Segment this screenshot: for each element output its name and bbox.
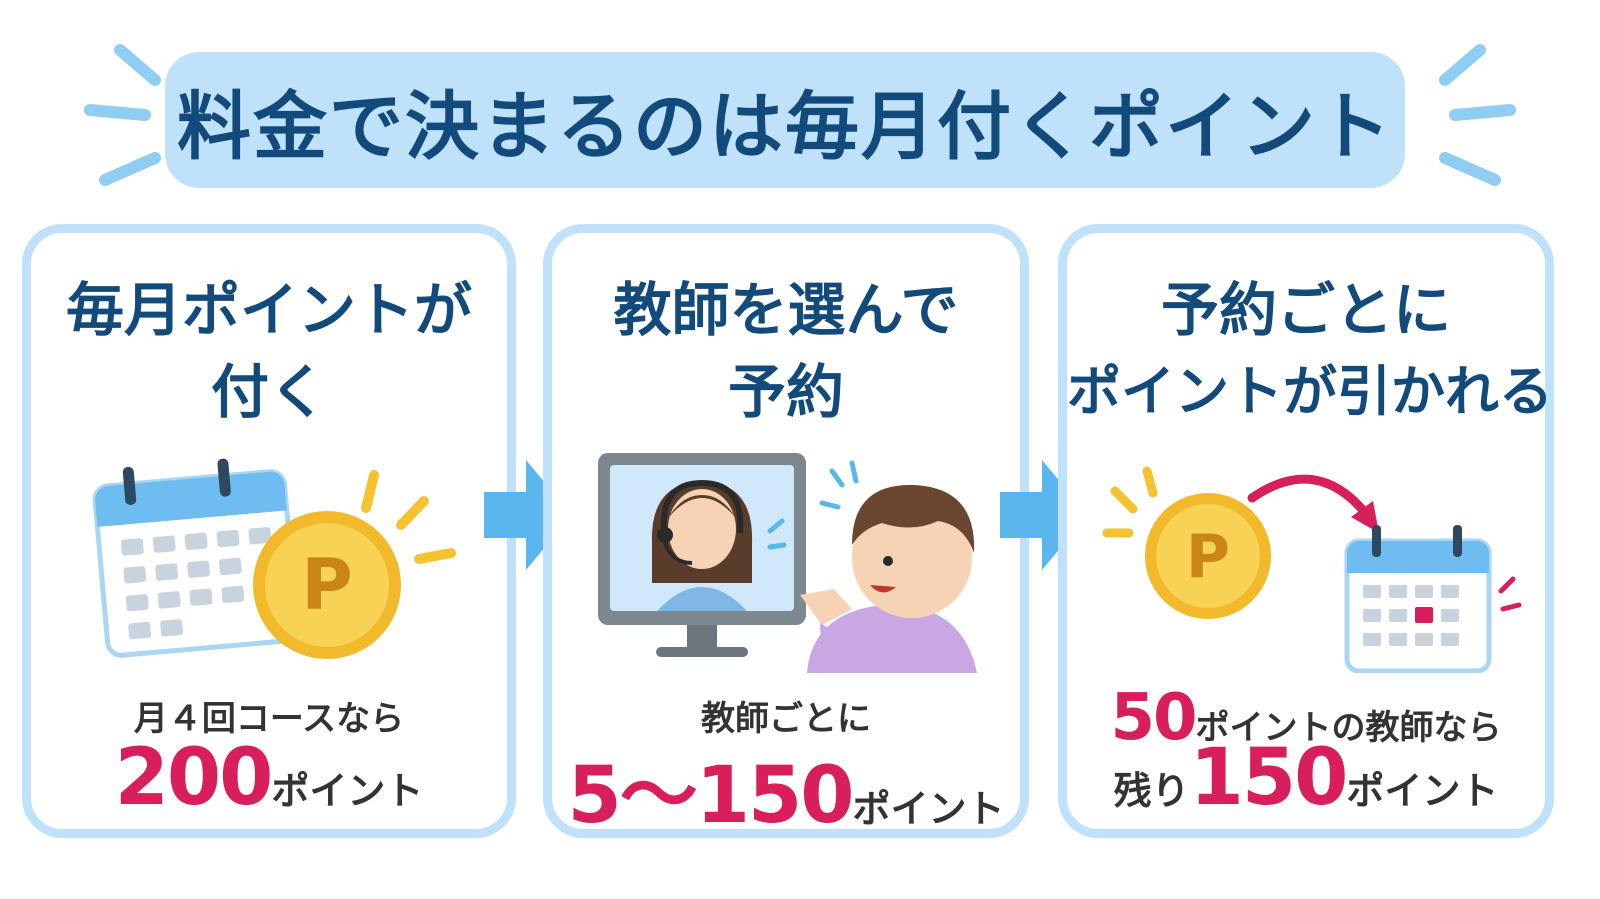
step-3-title-line1: 予約ごとに <box>1160 276 1451 344</box>
calendar-coin-icon: P <box>92 458 456 659</box>
video-call-child-icon <box>598 453 977 673</box>
step-1-points-unit: ポイント <box>271 769 424 813</box>
svg-text:P: P <box>301 544 352 626</box>
step-2-points-unit: ポイント <box>852 787 1005 831</box>
step-card-1: 毎月ポイントが 付く P 月４回コースなら 2 <box>22 224 516 838</box>
step-2-title-line2: 予約 <box>727 358 844 426</box>
svg-text:P: P <box>1186 522 1230 592</box>
step-card-2: 教師を選んで 予約 教師ごとに <box>543 224 1029 841</box>
step-3-points-prefix: 残り <box>1113 769 1190 813</box>
step-1-title-line2: 付く <box>210 358 327 426</box>
coin-to-calendar-icon: P <box>1102 466 1522 673</box>
step-1-points-value: 200 <box>114 733 274 823</box>
step-3-example-text: ポイントの教師なら <box>1195 708 1502 748</box>
step-3-example-value: 50 <box>1110 681 1197 755</box>
step-2-points: 5～150ポイント <box>552 733 1020 845</box>
step-1-points: 200ポイント <box>31 733 507 823</box>
burst-lines-right-icon <box>1439 44 1516 186</box>
step-2-title-line1: 教師を選んで <box>613 276 959 344</box>
arrow-right-icon <box>1000 460 1088 570</box>
step-1-title-line1: 毎月ポイントが <box>65 276 472 344</box>
step-3-points: 残り150ポイント <box>1067 733 1545 823</box>
step-3-example: 50ポイントの教師なら <box>1067 681 1545 755</box>
title-banner: 料金で決まるのは毎月付くポイント <box>165 52 1405 188</box>
step-1-caption: 月４回コースなら <box>133 699 405 739</box>
step-2-points-value: 5～150 <box>567 751 854 841</box>
step-3-points-unit: ポイント <box>1346 769 1499 813</box>
step-3-points-value: 150 <box>1189 733 1349 823</box>
step-3-title-line2: ポイントが引かれる <box>1067 360 1553 423</box>
page-title: 料金で決まるのは毎月付くポイント <box>177 83 1393 170</box>
arrow-right-icon <box>484 460 572 570</box>
burst-lines-left-icon <box>84 44 161 186</box>
step-1-title: 毎月ポイントが 付く <box>31 269 507 433</box>
step-3-title: 予約ごとに ポイントが引かれる <box>1067 269 1553 433</box>
step-2-caption: 教師ごとに <box>701 699 871 739</box>
step-card-3: 予約ごとに ポイントが引かれる P 50 <box>1058 224 1554 838</box>
step-2-title: 教師を選んで 予約 <box>552 269 1020 433</box>
